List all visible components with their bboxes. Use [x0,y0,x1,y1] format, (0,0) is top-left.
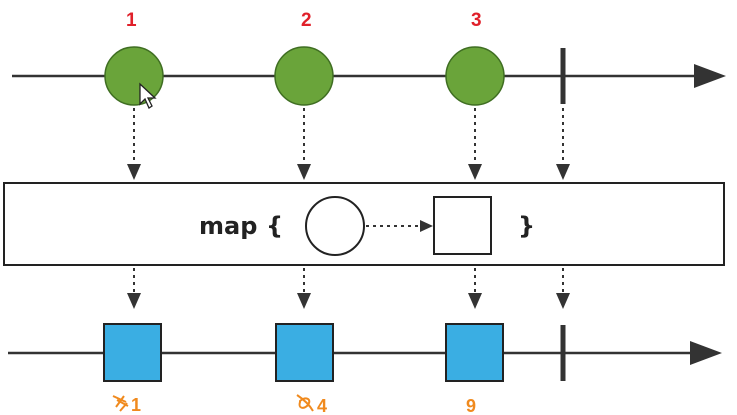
operator-circle-symbol [305,196,365,256]
scribble-icon [296,394,314,412]
arrowhead-out-1 [127,293,141,309]
operator-to-output-arrows [133,268,564,296]
output-arrowheads [127,293,570,309]
output-label-3: 9 [466,396,476,415]
arrowhead-completion [556,164,570,180]
output-timeline: 1 4 9 [8,323,722,415]
output-marble-1 [103,323,162,382]
output-timeline-arrowhead [690,341,722,365]
arrowhead-2 [297,164,311,180]
input-to-operator-arrows [133,108,564,168]
operator-transform-arrowhead [420,220,433,232]
input-timeline: 1 2 3 [12,10,726,109]
operator-open-brace: { [266,212,283,240]
arrowhead-1 [127,164,141,180]
operator-keyword: map [199,212,257,240]
input-marble-2 [274,46,334,106]
operator-box: map { } [3,182,725,266]
input-arrowheads [127,164,570,180]
output-label-2: 4 [317,396,327,415]
arrowhead-out-completion [556,293,570,309]
input-marble-1 [104,46,164,106]
output-marble-3 [445,323,504,382]
scribble-icon [112,395,129,412]
mouse-pointer-icon [139,82,157,109]
output-marble-2 [275,323,334,382]
operator-close-brace: } [518,212,535,240]
input-marble-3 [445,46,505,106]
operator-square-symbol [433,196,492,255]
input-label-1: 1 [126,10,137,31]
arrowhead-3 [468,164,482,180]
arrowhead-out-2 [297,293,311,309]
input-label-3: 3 [471,10,482,31]
output-label-1: 1 [131,395,141,415]
input-label-2: 2 [301,10,312,31]
input-timeline-arrowhead [694,64,726,88]
arrowhead-out-3 [468,293,482,309]
